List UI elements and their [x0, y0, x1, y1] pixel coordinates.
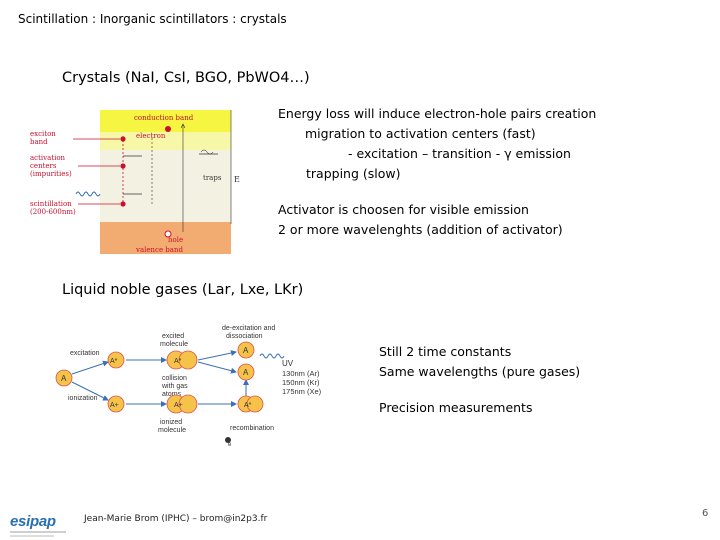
page-number: 6 — [702, 508, 709, 519]
trap-wiggle — [200, 149, 214, 155]
logo-underline — [10, 531, 66, 533]
wavelength-kr: 150nm (Kr) — [282, 378, 320, 387]
excited-atom-label: A* — [110, 358, 118, 365]
liquid-gas-diagram: excitation ionization A A* A+ excited mo… — [55, 325, 322, 448]
activation-label-2: centers — [30, 162, 57, 170]
activator-line-1: Activator is choosen for visible emissio… — [278, 202, 529, 217]
hole-marker — [164, 230, 172, 238]
free-electron-label: e — [228, 442, 232, 448]
liquid-heading: Liquid noble gases (Lar, Lxe, LKr) — [62, 282, 304, 298]
excited-molecule-right — [178, 350, 198, 370]
activator-line-2: 2 or more wavelenghts (addition of activ… — [278, 222, 563, 237]
dissociation-arrow-2 — [197, 361, 237, 374]
conduction-band — [100, 110, 231, 132]
product-atom-2-label: A — [243, 368, 249, 377]
liquid-description: Still 2 time constants Same wavelengths … — [379, 342, 580, 382]
conduction-band-label: conduction band — [134, 114, 194, 122]
product-atom-1 — [237, 341, 255, 359]
crystals-line-4: trapping (slow) — [306, 166, 401, 181]
activator-description: Activator is choosen for visible emissio… — [278, 200, 563, 240]
excited-molecule-label-2: molecule — [160, 341, 188, 348]
crystals-description: Energy loss will induce electron-hole pa… — [278, 104, 596, 184]
excited-molecule-label-1: excited — [162, 333, 184, 340]
crystals-line-2: migration to activation centers (fast) — [305, 126, 536, 141]
wavelength-xe: 175nm (Xe) — [282, 387, 322, 396]
activation-label-1: activation — [30, 154, 66, 162]
scintillation-label-1: scintillation — [30, 200, 72, 208]
collision-label-1: collision — [162, 375, 187, 382]
crystals-heading: Crystals (NaI, CsI, BGO, PbWO4…) — [62, 70, 310, 86]
uv-label: UV — [282, 359, 294, 368]
scintillation-marker — [120, 201, 126, 207]
excitation-label: excitation — [70, 350, 100, 357]
exciton-marker — [120, 136, 126, 142]
electron-label: electron — [136, 132, 166, 140]
slide-title: Scintillation : Inorganic scintillators … — [18, 12, 287, 26]
scintillation-label-2: (200-600nm) — [30, 208, 76, 216]
ionized-molecule-label-1: ionized — [160, 419, 182, 426]
free-electron — [225, 437, 231, 443]
excited-atom — [107, 351, 125, 369]
uv-photon-wiggle — [259, 353, 285, 359]
activation-marker — [120, 163, 126, 169]
valence-band-label: valence band — [135, 246, 183, 254]
liquid-line-1: Still 2 time constants — [379, 344, 512, 359]
logo-text: esipap — [10, 513, 56, 530]
activation-label-3: (impurities) — [30, 170, 72, 178]
photon-wiggle — [75, 191, 101, 197]
electron-marker — [165, 126, 171, 132]
band-gap — [100, 150, 231, 222]
excitation-arrowhead — [180, 123, 186, 129]
ionized-atom — [107, 395, 125, 413]
crystals-line-1: Energy loss will induce electron-hole pa… — [278, 106, 597, 121]
recombined-molecule-right — [246, 395, 264, 413]
esipap-logo: esipap — [10, 511, 66, 537]
energy-gap-label: E — [234, 175, 240, 184]
exciton-label-1: exciton — [30, 130, 56, 138]
ground-atom-label: A — [61, 374, 67, 383]
traps-label: traps — [203, 174, 222, 182]
collision-label-3: atoms — [162, 391, 182, 398]
deexcitation-label-1: de-excitation and — [222, 325, 275, 332]
ionization-arrow — [71, 381, 109, 401]
ionized-molecule-right — [178, 394, 198, 414]
wavelength-ar: 130nm (Ar) — [282, 369, 320, 378]
valence-band — [100, 222, 231, 254]
ionization-label: ionization — [68, 395, 98, 402]
exciton-band — [100, 132, 231, 150]
ionized-atom-label: A+ — [110, 402, 119, 409]
recombined-molecule-label: A* — [244, 402, 252, 409]
product-atom-2 — [237, 363, 255, 381]
ionized-molecule-label-2: molecule — [158, 427, 186, 434]
excitation-arrow — [71, 360, 109, 375]
hole-label: hole — [168, 236, 183, 244]
ground-atom — [55, 369, 73, 387]
exciton-label-2: band — [30, 138, 48, 146]
logo-underline-2 — [10, 535, 54, 537]
crystals-line-3: - excitation – transition - γ emission — [348, 146, 571, 161]
recombination-label: recombination — [230, 425, 274, 432]
collision-label-2: with gas — [161, 383, 188, 390]
deexcitation-label-2: dissociation — [226, 333, 263, 340]
liquid-line-2: Same wavelengths (pure gases) — [379, 364, 581, 379]
ionized-molecule-atom-label: A+ — [174, 402, 183, 409]
dissociation-arrow-1 — [197, 350, 237, 361]
excited-molecule-atom-label: A* — [174, 358, 182, 365]
footer-author: Jean-Marie Brom (IPHC) – brom@in2p3.fr — [84, 514, 268, 524]
product-atom-1-label: A — [243, 346, 249, 355]
precision-note: Precision measurements — [379, 400, 533, 415]
crystal-band-diagram: conduction band electron hole valence ba… — [30, 110, 240, 254]
